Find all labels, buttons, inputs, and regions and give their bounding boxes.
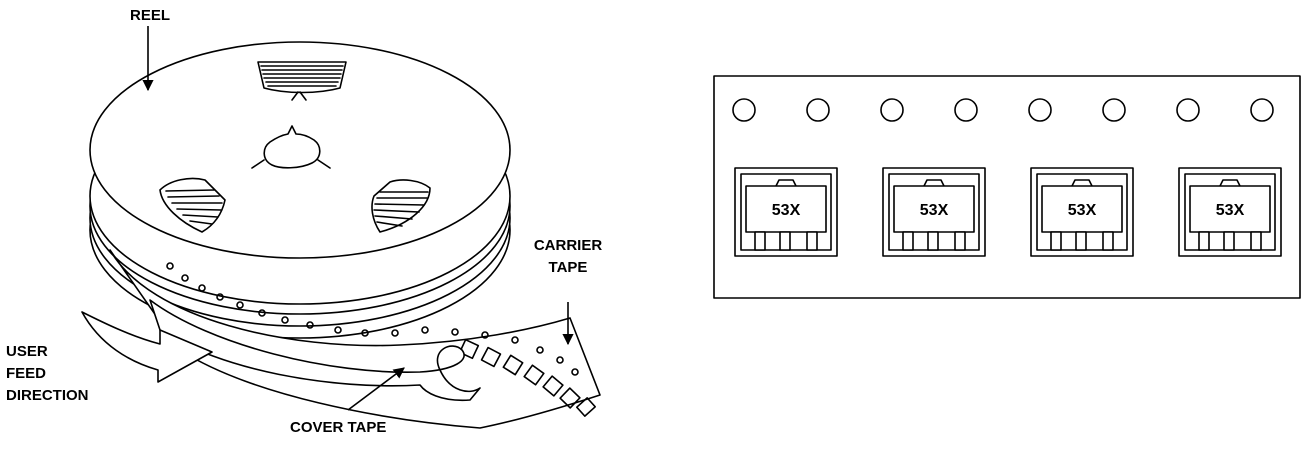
part-marking: 53X xyxy=(920,202,949,219)
reel-illustration: REEL CARRIER TAPE USER FEED DIRECTION CO… xyxy=(6,7,602,436)
package-tab xyxy=(923,179,945,187)
part-marking: 53X xyxy=(1216,202,1245,219)
part-marking: 53X xyxy=(772,202,801,219)
reel-hub-keys xyxy=(251,159,331,169)
carrier-tape-label-line1: CARRIER xyxy=(534,237,603,254)
sprocket-hole xyxy=(954,98,978,122)
package-lead xyxy=(1198,231,1210,251)
sprocket-hole xyxy=(880,98,904,122)
parts-row: 53X 53X 53X 53X xyxy=(734,167,1282,257)
package-lead xyxy=(1250,231,1262,251)
carrier-tape-label-line2: TAPE xyxy=(549,259,588,276)
part-marking: 53X xyxy=(1068,202,1097,219)
reel-window-right xyxy=(371,179,431,233)
package-body xyxy=(745,185,827,233)
package-tab xyxy=(1071,179,1093,187)
user-feed-label-line3: DIRECTION xyxy=(6,387,89,404)
sprocket-hole xyxy=(1176,98,1200,122)
reel-window-top xyxy=(257,61,347,101)
sprocket-holes xyxy=(732,98,1274,122)
package-lead xyxy=(927,231,939,251)
package-body xyxy=(1189,185,1271,233)
carrier-tape-holes xyxy=(166,262,579,376)
cover-tape-pointer-arrow xyxy=(347,367,405,411)
component-pocket: 53X xyxy=(1178,167,1282,257)
component-pocket: 53X xyxy=(1030,167,1134,257)
sprocket-hole xyxy=(1102,98,1126,122)
package-lead xyxy=(1223,231,1235,251)
sprocket-hole xyxy=(1250,98,1274,122)
tape-strip-detail: 53X 53X 53X 53X xyxy=(713,75,1301,299)
reel-window-left xyxy=(159,177,226,233)
package-lead xyxy=(806,231,818,251)
package-tab xyxy=(1219,179,1241,187)
package-lead xyxy=(779,231,791,251)
user-feed-label-line2: FEED xyxy=(6,365,46,382)
package-tab xyxy=(775,179,797,187)
sprocket-hole xyxy=(806,98,830,122)
carrier-tape xyxy=(109,249,601,429)
user-feed-label-line1: USER xyxy=(6,343,48,360)
component-pocket: 53X xyxy=(734,167,838,257)
package-lead xyxy=(954,231,966,251)
reel-label: REEL xyxy=(130,7,170,24)
package-lead xyxy=(754,231,766,251)
package-body xyxy=(893,185,975,233)
carrier-tape-pockets xyxy=(458,338,597,417)
sprocket-hole xyxy=(1028,98,1052,122)
package-lead xyxy=(1075,231,1087,251)
package-lead xyxy=(1102,231,1114,251)
reel-hub-icon xyxy=(263,125,321,169)
component-pocket: 53X xyxy=(882,167,986,257)
package-lead xyxy=(902,231,914,251)
sprocket-hole xyxy=(732,98,756,122)
feed-direction-arrow-icon xyxy=(81,311,213,383)
cover-tape-label: COVER TAPE xyxy=(290,419,386,436)
package-lead xyxy=(1050,231,1062,251)
